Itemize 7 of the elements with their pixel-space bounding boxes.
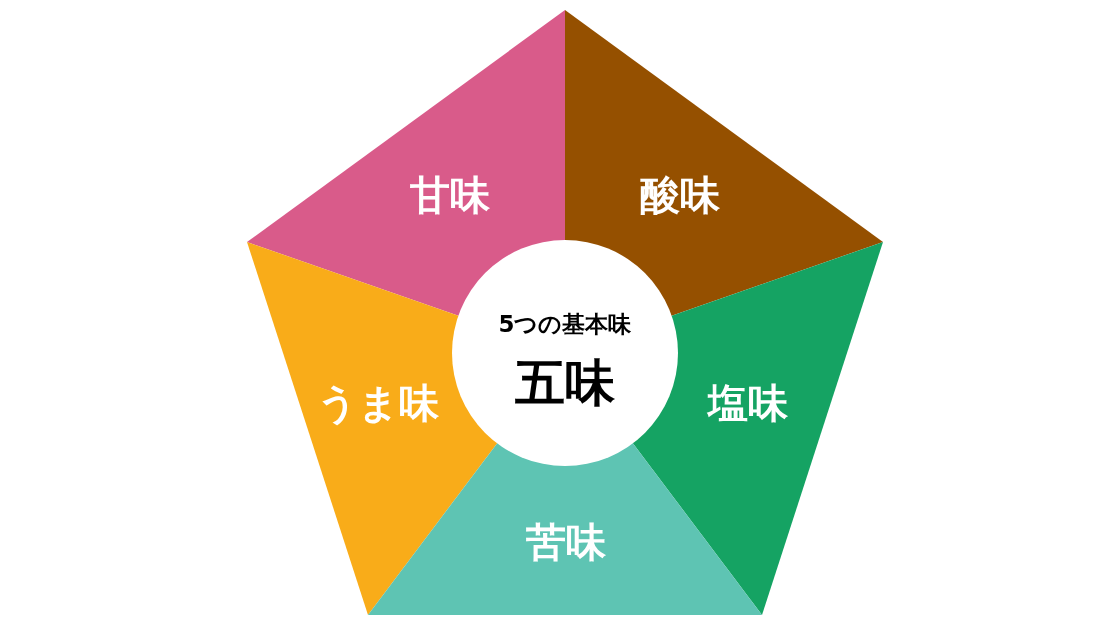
taste-label: 酸味: [640, 173, 720, 217]
subtitle-text: 5つの基本味: [498, 312, 632, 338]
taste-label: 塩味: [708, 381, 788, 425]
taste-label: うま味: [317, 381, 439, 425]
taste-label: 甘味: [410, 173, 490, 217]
title-text: 五味: [515, 355, 615, 411]
taste-label: 苦味: [526, 520, 606, 564]
